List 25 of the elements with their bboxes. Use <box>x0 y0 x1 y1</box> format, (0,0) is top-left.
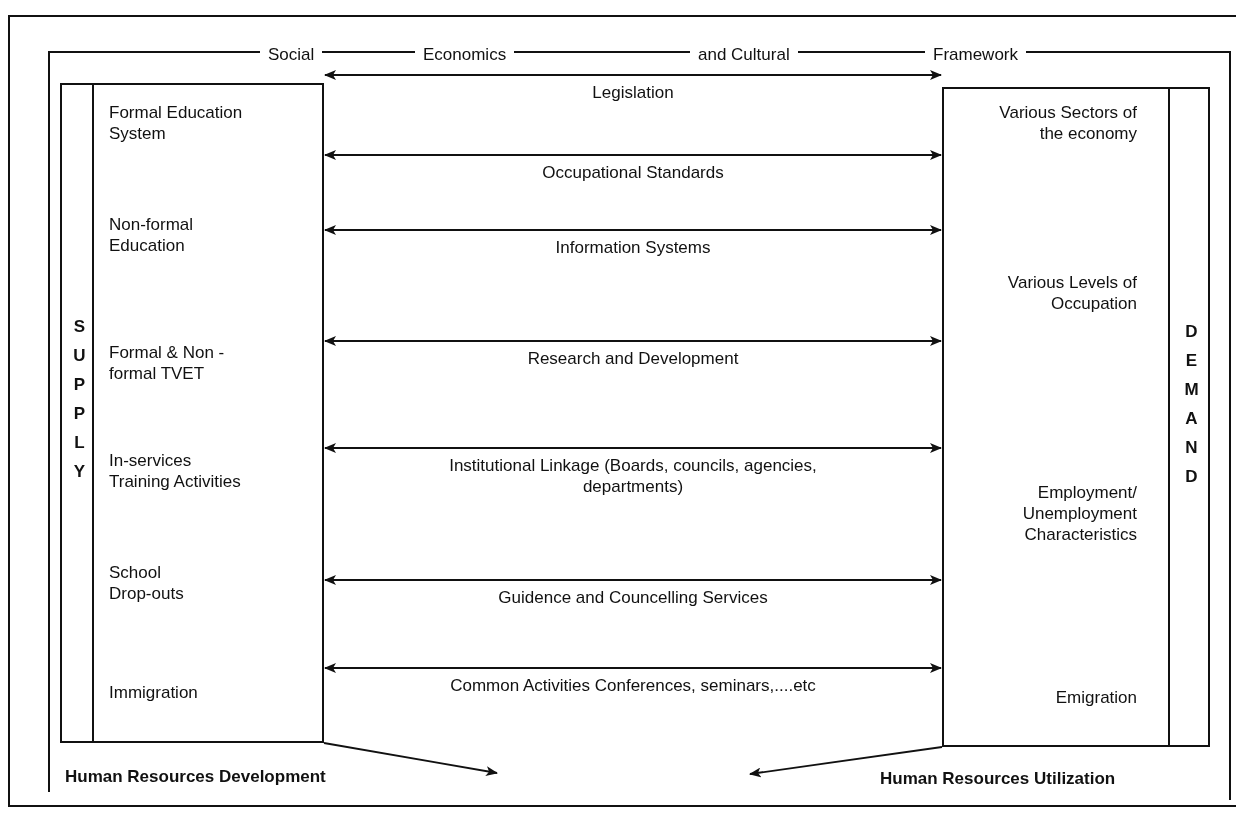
panel-heading: DEMAND <box>1181 322 1202 496</box>
arrow <box>749 746 943 778</box>
demand-item: Emigration <box>1054 687 1137 708</box>
arrow <box>324 663 942 673</box>
demand-item: Various Levels of Occupation <box>1006 272 1137 314</box>
demand-panel <box>942 87 1210 747</box>
panel-heading: SUPPLY <box>69 317 90 491</box>
arrow <box>324 575 942 585</box>
arrow <box>324 225 942 235</box>
arrow <box>324 150 942 160</box>
supply-item: Formal Education System <box>109 102 244 144</box>
arrow <box>324 336 942 346</box>
demand-item: Employment/ Unemployment Characteristics <box>1021 482 1137 545</box>
section-caption: Human Resources Utilization <box>880 768 1116 789</box>
arrow <box>324 443 942 453</box>
supply-panel <box>60 83 324 743</box>
supply-item: Immigration <box>109 682 199 703</box>
demand-item: Various Sectors of the economy <box>998 102 1137 144</box>
supply-item: School Drop-outs <box>109 562 185 604</box>
section-caption: Human Resources Development <box>65 766 326 787</box>
supply-item: In-services Training Activities <box>109 450 242 492</box>
supply-item: Formal & Non -formal TVET <box>109 342 226 384</box>
supply-item: Non-formal Education <box>109 214 195 256</box>
arrow <box>324 70 942 80</box>
arrow <box>323 742 498 777</box>
